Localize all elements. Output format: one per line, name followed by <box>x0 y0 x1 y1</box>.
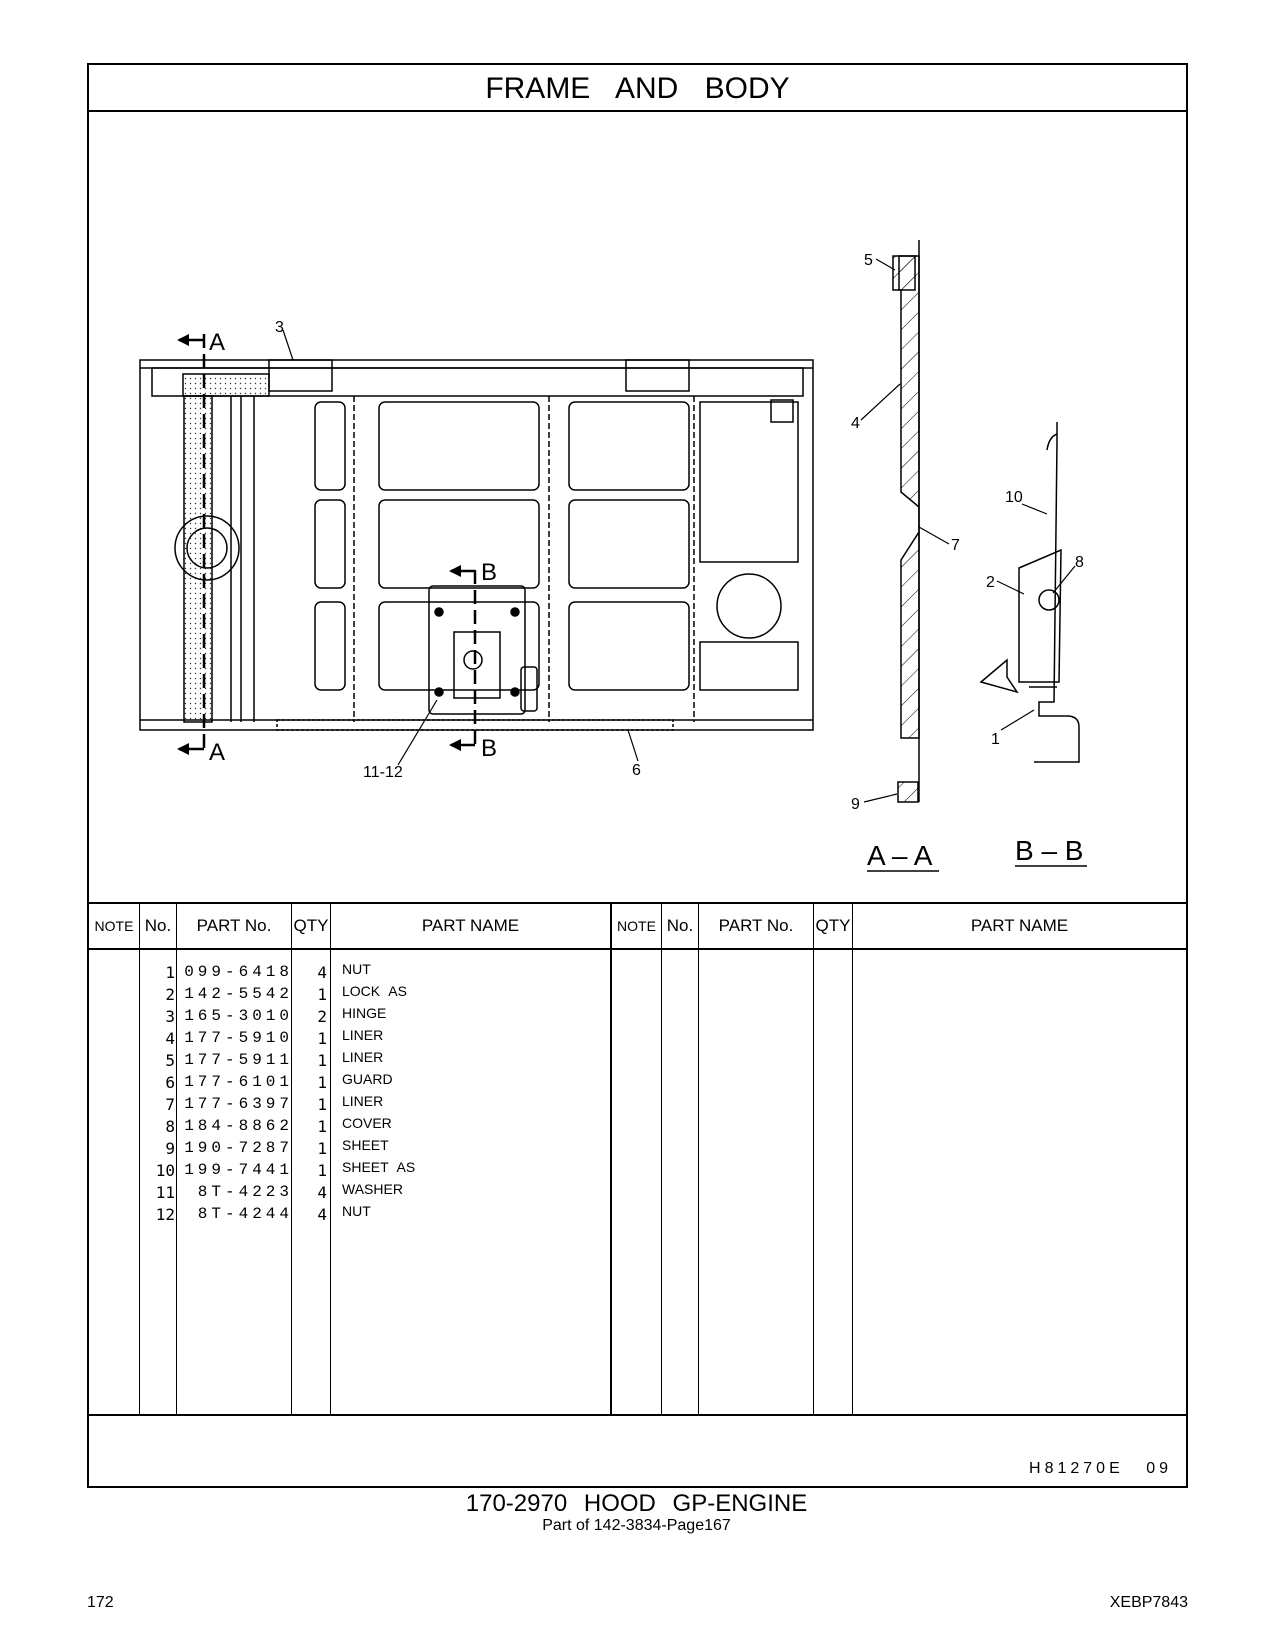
header-part-name-2: PART NAME <box>970 916 1069 935</box>
assembly-subtitle: Part of 142-3834-Page167 <box>542 1517 731 1534</box>
callout-2: 2 <box>986 574 995 591</box>
header-no: No. <box>144 916 172 935</box>
callout-8: 8 <box>1075 554 1084 571</box>
assembly-title: 170-2970 HOOD GP-ENGINE <box>465 1490 808 1517</box>
drawing-code-row: H81270E 09 <box>89 1414 1186 1488</box>
section-aa-view <box>892 240 920 803</box>
page-title: FRAME AND BODY <box>89 65 1186 112</box>
callout-1: 1 <box>991 731 1000 748</box>
document-id: XEBP7843 <box>1109 1594 1188 1611</box>
view-aa-label: A – A <box>867 840 933 871</box>
exploded-view-svg: A A B B 3 11-12 6 5 4 7 9 10 8 2 1 A – A… <box>139 240 1087 872</box>
table-header <box>89 904 1186 950</box>
page-frame: FRAME AND BODY <box>87 63 1188 1488</box>
section-b-top: B <box>481 559 497 586</box>
header-part-no-2: PART No. <box>718 916 794 935</box>
hood-panel-plan <box>139 359 814 731</box>
callout-5: 5 <box>864 252 873 269</box>
drawing-code: H81270E 09 <box>1029 1460 1172 1477</box>
parts-table: NOTE No. PART No. QTY PART NAME NOTE No.… <box>89 902 1186 1414</box>
header-qty-2: QTY <box>815 916 851 935</box>
callout-6: 6 <box>632 762 641 779</box>
callout-7: 7 <box>951 537 960 554</box>
callout-4: 4 <box>851 415 860 432</box>
header-qty: QTY <box>293 916 329 935</box>
callout-10: 10 <box>1005 489 1023 506</box>
header-part-no: PART No. <box>196 916 272 935</box>
section-bb-view <box>979 422 1080 763</box>
callout-11-12: 11-12 <box>363 764 403 781</box>
section-a-bottom: A <box>209 739 225 766</box>
view-bb-label: B – B <box>1015 835 1083 866</box>
page-number: 172 <box>87 1594 114 1611</box>
header-no-2: No. <box>666 916 694 935</box>
section-b-bottom: B <box>481 735 497 762</box>
section-a-top: A <box>209 329 225 356</box>
header-note-2: NOTE <box>617 918 656 934</box>
header-note: NOTE <box>94 918 134 934</box>
parts-drawing: A A B B 3 11-12 6 5 4 7 9 10 8 2 1 A – A… <box>89 112 1186 902</box>
leader-lines <box>282 258 1076 803</box>
header-part-name: PART NAME <box>421 916 520 935</box>
callout-3: 3 <box>275 319 284 336</box>
callout-9: 9 <box>851 796 860 813</box>
